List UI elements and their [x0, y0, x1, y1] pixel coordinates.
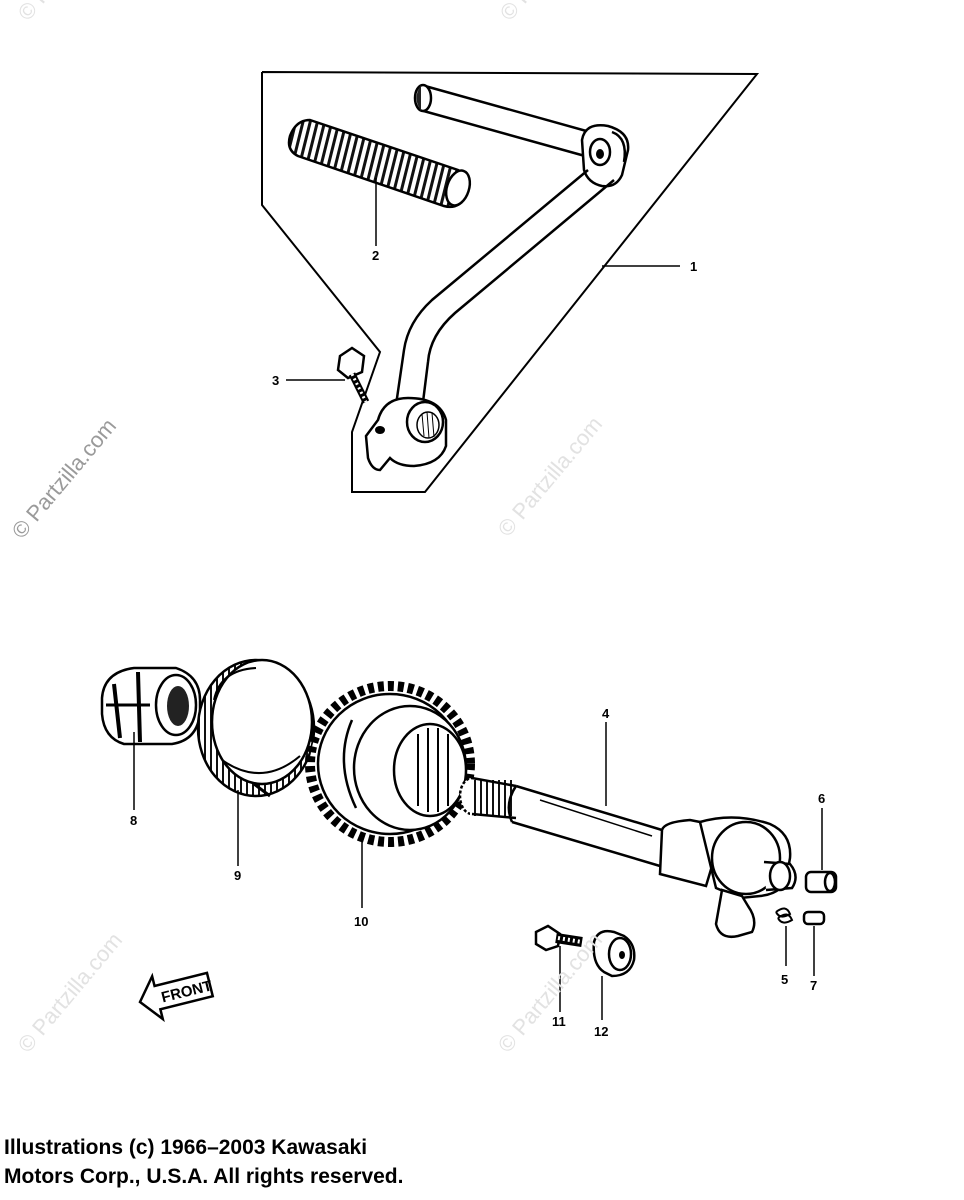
collar	[592, 929, 636, 978]
svg-text:© Partzilla.com: © Partzilla.com	[493, 412, 607, 542]
rubber-grip	[287, 118, 472, 209]
clamp-bolt	[336, 346, 370, 404]
callout-12: 12	[594, 1024, 608, 1039]
pedal-rod	[413, 83, 591, 158]
kick-shaft	[458, 776, 797, 938]
watermark-lower-left: © Partzilla.com	[13, 928, 127, 1058]
callout-3: 3	[272, 373, 279, 388]
pedal-pivot	[580, 124, 630, 188]
assembly-outline	[261, 71, 760, 493]
callout-2: 2	[372, 248, 379, 263]
callout-5: 5	[781, 972, 788, 987]
callout-7: 7	[810, 978, 817, 993]
ratchet-gear	[305, 681, 475, 847]
svg-text:© Partzilla.com: © Partzilla.com	[495, 0, 609, 25]
copyright-line-1: Illustrations (c) 1966–2003 Kawasaki	[4, 1136, 368, 1159]
svg-text:© Partzilla.com: © Partzilla.com	[7, 414, 121, 544]
watermark-left: © Partzilla.com	[7, 414, 121, 544]
watermark-top-left: © Partzilla.com	[13, 0, 127, 25]
svg-text:© Partzilla.com: © Partzilla.com	[13, 928, 127, 1058]
arrow-left-icon	[138, 971, 215, 1023]
pedal-arm	[394, 169, 615, 411]
callout-9: 9	[234, 868, 241, 883]
callout-8: 8	[130, 813, 137, 828]
front-arrow: FRONT	[138, 971, 215, 1023]
callout-4: 4	[602, 706, 610, 721]
callout-6: 6	[818, 791, 825, 806]
kick-spring	[196, 658, 316, 798]
spring-guide	[100, 666, 202, 746]
watermark-top-center: © Partzilla.com	[495, 0, 609, 25]
shaft-bolt	[534, 924, 583, 952]
callout-1: 1	[690, 259, 697, 274]
watermark-center: © Partzilla.com	[493, 412, 607, 542]
leader-lines-lower	[133, 722, 823, 1020]
copyright-line-2: Motors Corp., U.S.A. All rights reserved…	[4, 1165, 404, 1188]
callout-numbers: 1 2 3 4 5 6 7 8 9 10 11 12	[130, 248, 825, 1039]
callout-10: 10	[354, 914, 368, 929]
pawl-spring	[775, 907, 794, 924]
pedal-clamp	[364, 396, 448, 472]
pin	[804, 870, 838, 894]
copyright-notice: Illustrations (c) 1966–2003 Kawasaki Mot…	[4, 1133, 403, 1191]
callout-11: 11	[552, 1014, 566, 1029]
small-pin	[802, 910, 826, 926]
leader-lines-upper	[286, 178, 680, 381]
kick-pedal-assembly	[261, 71, 760, 493]
kick-shaft-assembly	[100, 658, 838, 978]
svg-text:© Partzilla.com: © Partzilla.com	[13, 0, 127, 25]
